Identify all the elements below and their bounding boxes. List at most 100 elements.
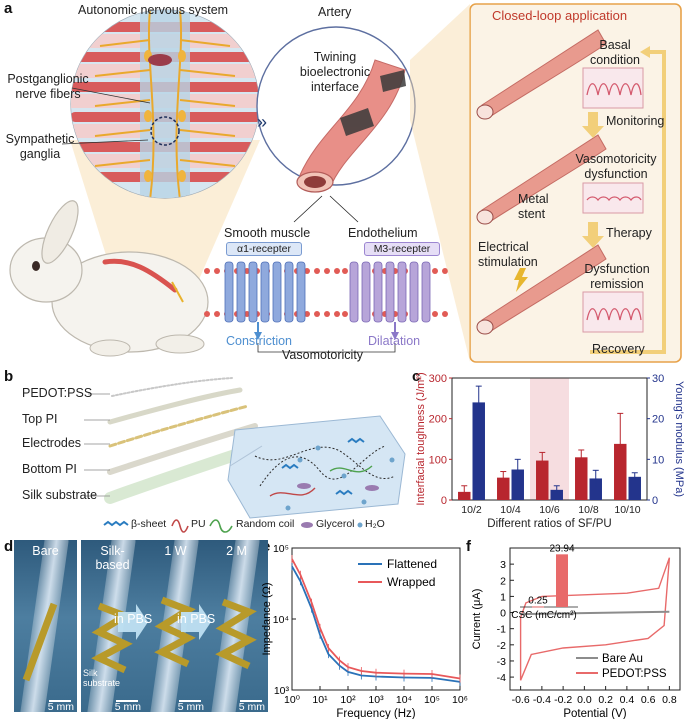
y-tick-label: -1 <box>497 624 506 636</box>
plot-frame <box>509 547 681 691</box>
photo-bare: Bare 5 mm <box>14 540 77 712</box>
y-tick-label: 10³ <box>274 685 290 697</box>
x-tick-label: 0.2 <box>598 694 613 706</box>
photo-label-silk-based: Silk- based <box>95 544 130 572</box>
rabbit-illustration <box>9 200 209 357</box>
recovery-label: Recovery <box>592 342 645 356</box>
a1-receptor-label: α1-recepter <box>226 242 302 256</box>
legend-beta-sheet: β-sheet <box>131 518 167 530</box>
bar-interfacial-toughness <box>497 477 510 500</box>
layer-bottom-pi: Bottom PI <box>22 462 77 476</box>
x-tick-label: 10/10 <box>614 504 640 516</box>
layer-silk-substrate: Silk substrate <box>22 488 98 502</box>
therapy-label: Therapy <box>606 226 652 240</box>
smooth-muscle-label: Smooth muscle <box>224 226 311 240</box>
endothelium-membrane <box>342 261 448 340</box>
photo-label-1w: 1 W <box>164 544 187 558</box>
layer-pedot: PEDOT:PSS <box>22 386 93 400</box>
endothelium-label: Endothelium <box>348 226 418 240</box>
y-tick-label-right: 10 <box>652 454 664 466</box>
recovery-loop <box>590 50 666 354</box>
x-tick-label: 10³ <box>368 694 384 706</box>
x-axis-label: Different ratios of SF/PU <box>487 518 611 530</box>
inset-bar <box>532 606 544 608</box>
x-tick-label: 10⁶ <box>452 694 468 706</box>
electrode-twined <box>215 598 257 670</box>
y-tick-label-left: 200 <box>429 414 447 426</box>
dysfunction-remission-label: Dysfunction remission <box>584 262 650 291</box>
highlight-band <box>530 378 569 500</box>
x-tick-label: 10⁵ <box>424 694 440 706</box>
photo-2m: 2 M 5 mm <box>205 540 268 712</box>
scale-text-bare: 5 mm <box>47 701 74 712</box>
vasomotoricity-label: Vasomotoricity <box>282 348 364 362</box>
flow-arrows <box>582 112 604 248</box>
y-axis-label-left: Interfacial toughness (J/m²) <box>415 372 427 505</box>
inset-bar <box>556 554 568 607</box>
basal-condition-label: Basal condition <box>589 38 641 67</box>
x-tick-label: 10/2 <box>461 504 482 516</box>
ans-title: Autonomic nervous system <box>78 3 229 17</box>
x-tick-label: -0.6 <box>512 694 530 706</box>
pbs-arrow-1 <box>118 604 148 640</box>
cv-curve-pedot-pss <box>519 557 671 681</box>
glycerol-legend-icon <box>301 522 313 528</box>
closed-loop-arteries <box>481 29 607 334</box>
legend-label-flattened: Flattened <box>387 557 437 571</box>
y-tick-label: 2 <box>500 575 506 587</box>
smooth-muscle-membrane <box>204 261 340 340</box>
silk-network-box <box>227 415 406 519</box>
dilatation-label: Dilatation <box>368 334 421 348</box>
pbs-arrow-2 <box>181 604 211 640</box>
electrode-twined <box>154 596 196 668</box>
panel-a-illustration <box>9 3 682 363</box>
lightning-icon <box>514 268 528 292</box>
x-tick-label: -0.4 <box>533 694 551 706</box>
y-tick-label: 10⁵ <box>273 543 289 555</box>
pu-legend-icon <box>171 519 189 533</box>
y-tick-label-left: 300 <box>429 373 447 385</box>
x-tick-label: 10/6 <box>539 504 560 516</box>
bar-youngs-modulus <box>472 402 485 500</box>
y-tick-label-right: 30 <box>652 373 664 385</box>
postganglionic-label: Postganglionic nerve fibers <box>7 72 89 101</box>
sympathetic-label: Sympathetic ganglia <box>5 132 75 161</box>
h2o-legend-icon <box>357 522 363 528</box>
inset-axis-label: CSC (mC/cm²) <box>511 610 577 621</box>
legend-label-1: PEDOT:PSS <box>602 668 667 680</box>
cv-curve-bare-au <box>520 610 670 616</box>
x-tick-label: -0.2 <box>554 694 572 706</box>
scale-text-2m: 5 mm <box>238 701 265 712</box>
x-tick-label: 0.6 <box>641 694 656 706</box>
silk-substrate-note: Silk substrate <box>83 668 121 688</box>
y-tick-label: 3 <box>500 559 506 571</box>
y-axis-label: Impedance (Ω) <box>262 582 273 655</box>
constriction-label: Constriction <box>226 334 292 348</box>
y-tick-label-right: 20 <box>652 414 664 426</box>
legend-h2o: H₂O <box>365 518 385 530</box>
legend-label-wrapped: Wrapped <box>387 575 435 589</box>
y-tick-label-left: 0 <box>441 495 447 507</box>
beta-sheet-legend-icon <box>103 520 129 527</box>
plot-frame <box>451 377 648 501</box>
artery-title: Artery <box>318 5 352 19</box>
closed-loop-title: Closed-loop application <box>492 8 628 23</box>
electrical-stimulation-label: Electrical stimulation <box>478 240 538 269</box>
panel-label-a: a <box>4 0 13 17</box>
pbs-label-1: in PBS <box>114 612 153 626</box>
x-tick-label: 0.8 <box>662 694 677 706</box>
x-axis-label: Frequency (Hz) <box>336 708 415 719</box>
photo-1w: 1 W 5 mm <box>144 540 207 712</box>
panel-label-c: c <box>412 368 421 385</box>
inset-value-label: 23.94 <box>549 543 574 554</box>
y-axis-label-right: Young's modulus (MPa) <box>673 381 685 497</box>
scale-text-1w: 5 mm <box>177 701 204 712</box>
x-tick-label: 10⁴ <box>396 694 412 706</box>
layer-electrodes: Electrodes <box>22 436 82 450</box>
random-coil-legend-icon <box>209 519 233 533</box>
zoom-funnel-right <box>410 4 470 362</box>
y-axis-label: Current (μA) <box>471 589 483 650</box>
